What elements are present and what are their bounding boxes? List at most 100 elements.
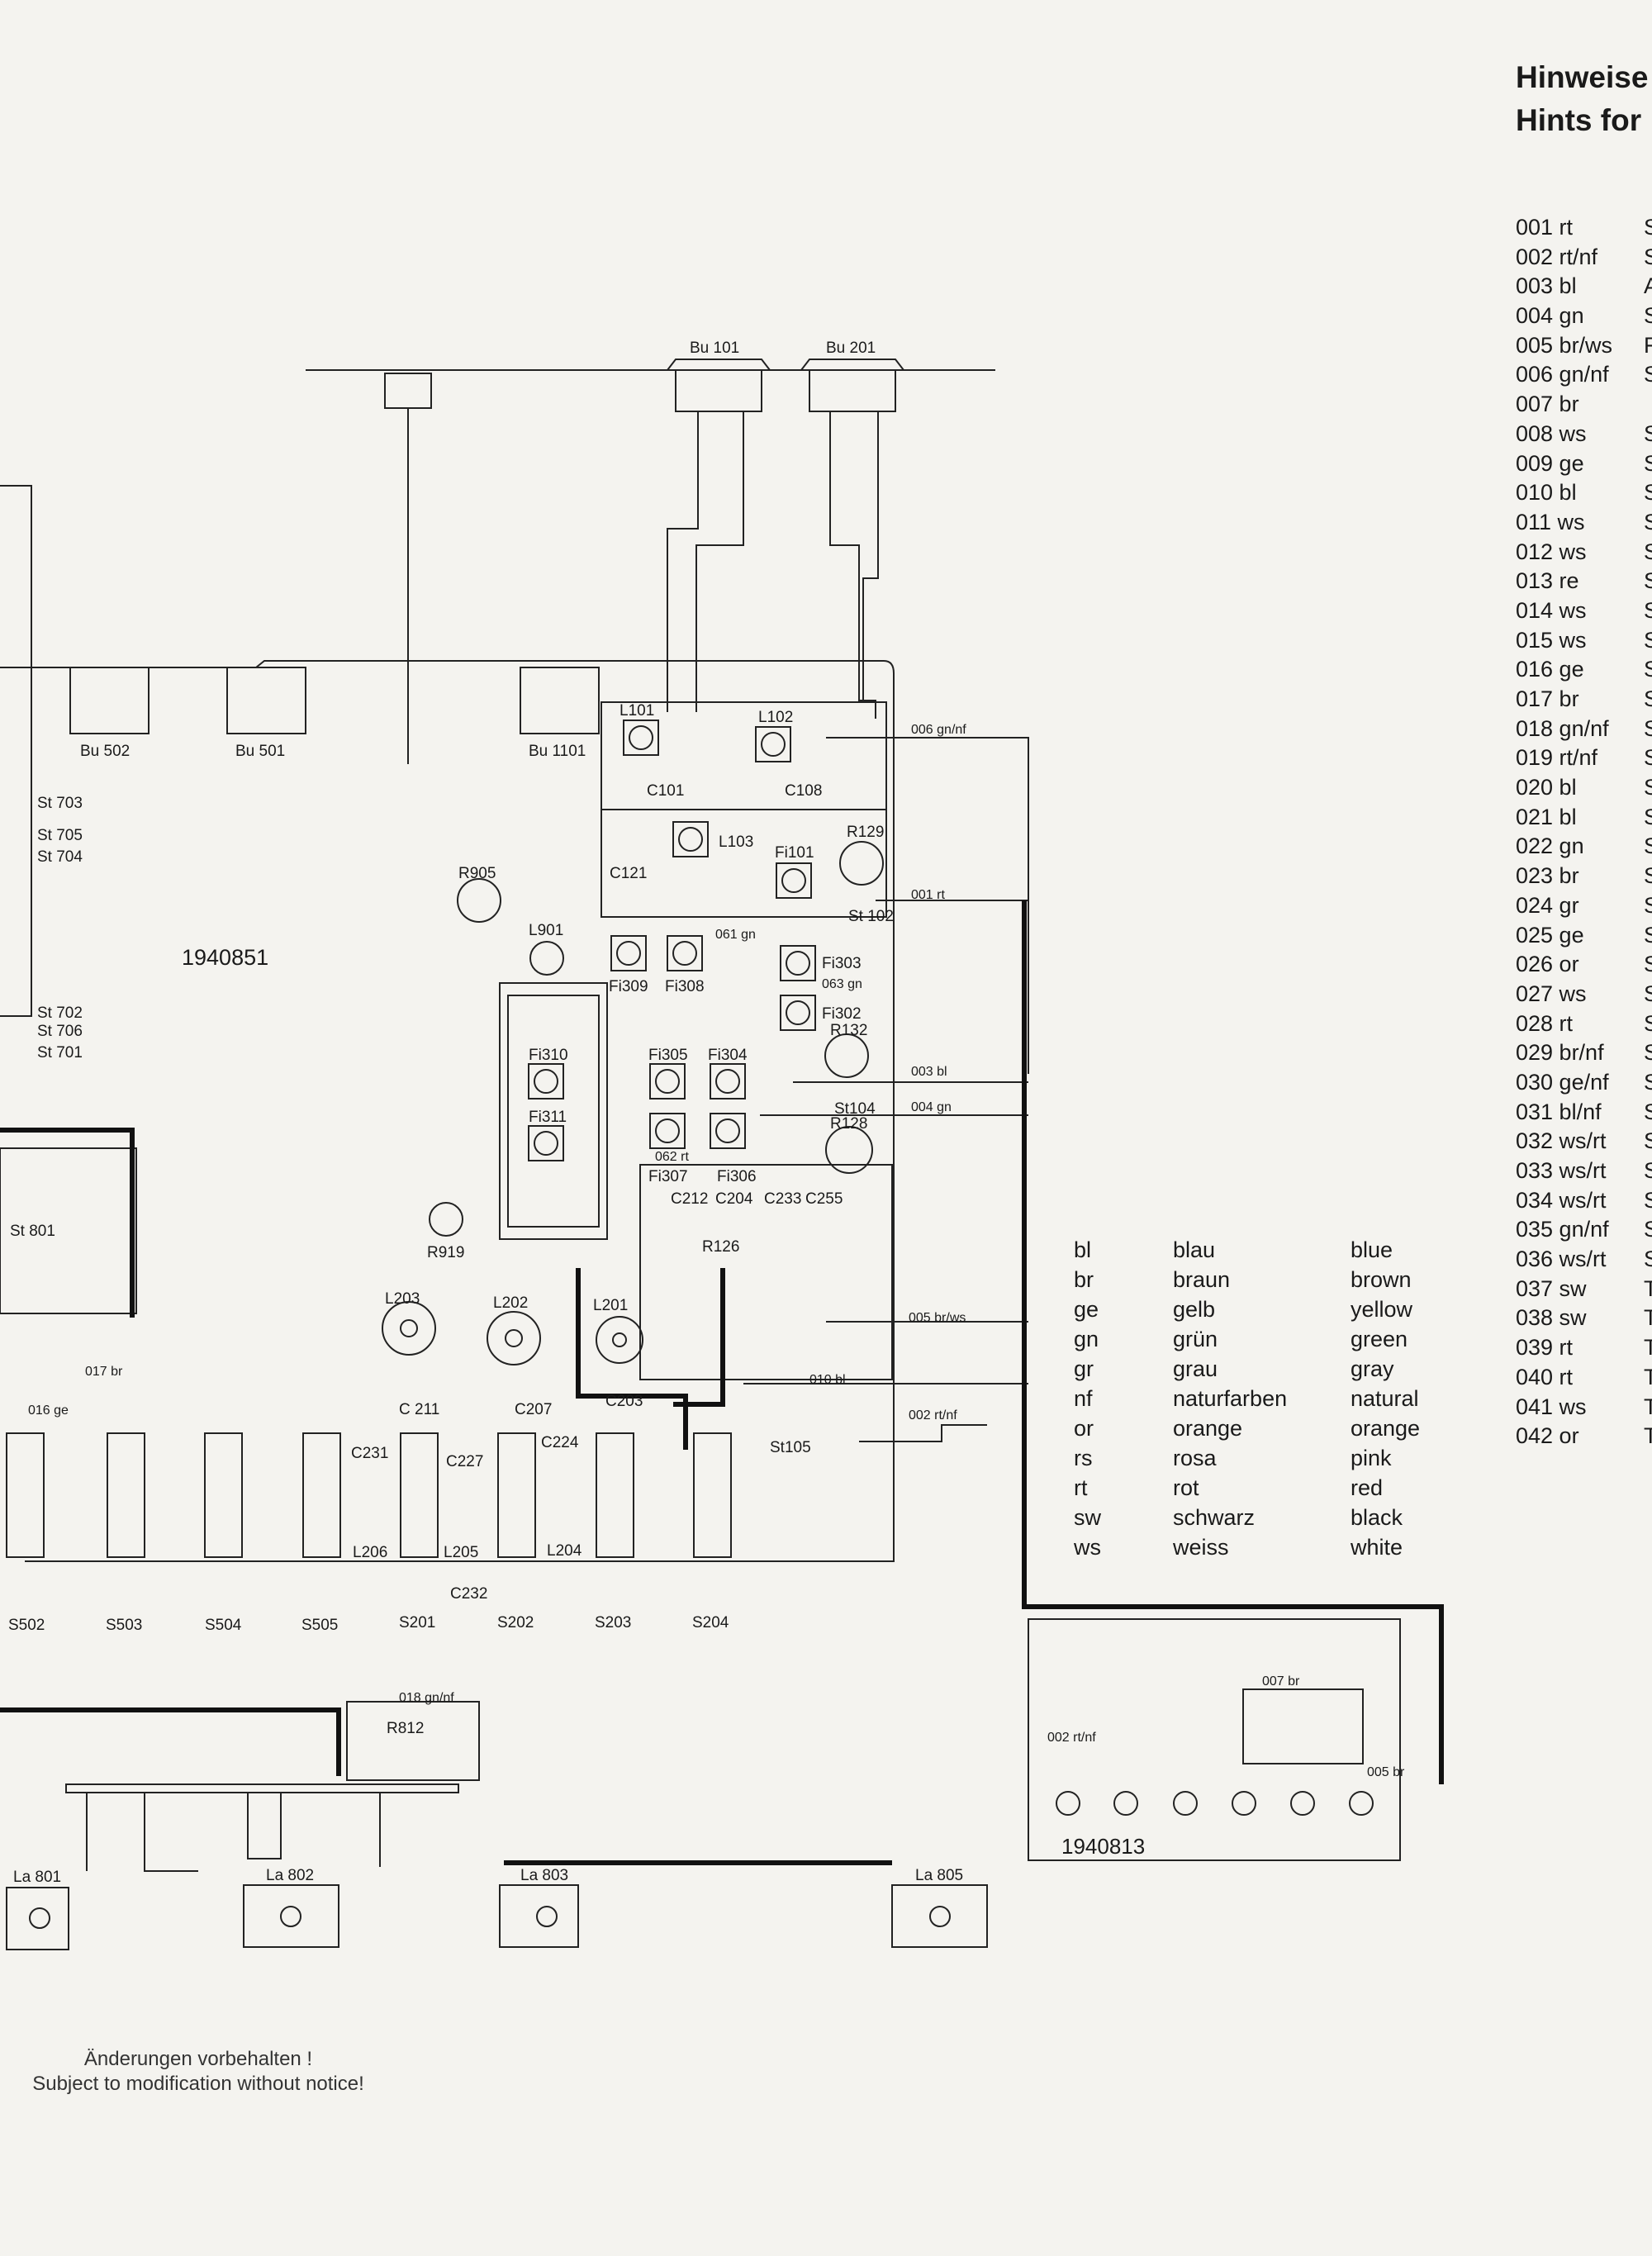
wire-code: 034 ws/rt xyxy=(1516,1187,1607,1213)
wire-code: 040 rt xyxy=(1516,1364,1574,1389)
legend-english: red xyxy=(1351,1475,1384,1500)
svg-text:La 801: La 801 xyxy=(13,1869,61,1886)
svg-text:C227: C227 xyxy=(446,1453,483,1470)
wire-desc: T xyxy=(1644,1394,1652,1419)
wire-desc: T xyxy=(1644,1423,1652,1449)
svg-text:Bu 201: Bu 201 xyxy=(826,340,876,357)
svg-text:St 703: St 703 xyxy=(37,795,83,812)
wire-desc: S xyxy=(1644,1217,1652,1242)
legend-abbr: rs xyxy=(1074,1446,1093,1470)
legend-abbr: or xyxy=(1074,1416,1094,1441)
hints-header: Hinweise Hints for xyxy=(1516,56,1648,142)
hints-title-de: Hinweise xyxy=(1516,60,1649,94)
wire-code: 001 rt xyxy=(1516,215,1574,240)
wire-code: 041 ws xyxy=(1516,1394,1587,1419)
svg-text:Fi309: Fi309 xyxy=(609,978,648,995)
wire-code: 005 br/ws xyxy=(1516,332,1613,358)
wire-desc: S xyxy=(1644,952,1652,977)
wire-row: 040 rt T xyxy=(1516,1363,1652,1393)
wire-code: 020 bl xyxy=(1516,775,1577,800)
svg-text:R905: R905 xyxy=(458,865,496,882)
svg-text:R126: R126 xyxy=(702,1238,739,1256)
svg-text:005 br/ws: 005 br/ws xyxy=(909,1311,966,1325)
svg-text:Fi304: Fi304 xyxy=(708,1047,748,1064)
svg-text:Fi303: Fi303 xyxy=(822,955,862,972)
notice-de: Änderungen vorbehalten ! xyxy=(83,2048,313,2070)
wire-code: 028 rt xyxy=(1516,1010,1574,1036)
svg-text:061 gn: 061 gn xyxy=(715,928,756,942)
legend-german: blau xyxy=(1173,1237,1216,1262)
svg-text:S203: S203 xyxy=(595,1614,631,1631)
legend-german: braun xyxy=(1173,1267,1231,1292)
wire-desc: S xyxy=(1644,244,1652,269)
svg-text:C 211: C 211 xyxy=(399,1401,439,1418)
wire-code: 042 or xyxy=(1516,1423,1579,1449)
svg-text:C203: C203 xyxy=(605,1393,643,1410)
svg-text:R812: R812 xyxy=(387,1720,424,1737)
svg-text:007 br: 007 br xyxy=(1262,1674,1300,1688)
wire-code: 024 gr xyxy=(1516,892,1579,918)
svg-text:062 rt: 062 rt xyxy=(655,1150,689,1164)
svg-text:Bu 1101: Bu 1101 xyxy=(529,743,586,760)
wire-desc: S xyxy=(1644,863,1652,889)
svg-text:L201: L201 xyxy=(593,1297,628,1314)
svg-text:018 gn/nf: 018 gn/nf xyxy=(399,1691,454,1705)
svg-text:C121: C121 xyxy=(610,865,647,882)
hints-title-en: Hints for xyxy=(1516,103,1642,137)
legend-abbr: sw xyxy=(1074,1505,1101,1530)
legend-english: white xyxy=(1351,1535,1403,1560)
legend-english: orange xyxy=(1351,1416,1421,1441)
svg-text:Bu 501: Bu 501 xyxy=(235,743,285,760)
svg-text:C108: C108 xyxy=(785,782,822,800)
svg-text:S201: S201 xyxy=(399,1614,435,1631)
wire-code: 032 ws/rt xyxy=(1516,1128,1607,1154)
legend-abbr: nf xyxy=(1074,1386,1093,1411)
svg-text:S505: S505 xyxy=(301,1617,338,1634)
svg-text:C231: C231 xyxy=(351,1445,388,1462)
wire-code: 018 gn/nf xyxy=(1516,715,1609,741)
svg-text:002 rt/nf: 002 rt/nf xyxy=(909,1408,957,1422)
svg-text:L901: L901 xyxy=(529,922,563,939)
legend-abbr: gn xyxy=(1074,1327,1099,1351)
legend-english: brown xyxy=(1351,1267,1412,1292)
wire-code: 011 ws xyxy=(1516,509,1585,534)
wire-code: 021 bl xyxy=(1516,804,1577,829)
svg-text:L205: L205 xyxy=(444,1544,478,1561)
svg-text:010 bl: 010 bl xyxy=(809,1373,846,1387)
legend-abbr: bl xyxy=(1074,1237,1092,1262)
svg-text:St 706: St 706 xyxy=(37,1023,83,1040)
wire-code: 033 ws/rt xyxy=(1516,1158,1607,1183)
wire-code: 023 br xyxy=(1516,863,1579,889)
wire-desc: T xyxy=(1644,1364,1652,1389)
wire-desc: S xyxy=(1644,509,1652,534)
wire-code: 029 br/nf xyxy=(1516,1040,1604,1066)
wire-desc: S xyxy=(1644,657,1652,682)
legend-english: yellow xyxy=(1351,1297,1413,1322)
svg-text:L101: L101 xyxy=(620,702,654,720)
svg-text:La 803: La 803 xyxy=(520,1867,568,1884)
wire-code: 027 ws xyxy=(1516,981,1587,1006)
wire-desc: S xyxy=(1644,715,1652,741)
svg-text:St 705: St 705 xyxy=(37,827,83,844)
wire-desc: T xyxy=(1644,1305,1652,1331)
svg-text:C101: C101 xyxy=(647,782,684,800)
wire-row: 041 ws T xyxy=(1516,1393,1652,1422)
wire-code: 009 ge xyxy=(1516,450,1584,476)
